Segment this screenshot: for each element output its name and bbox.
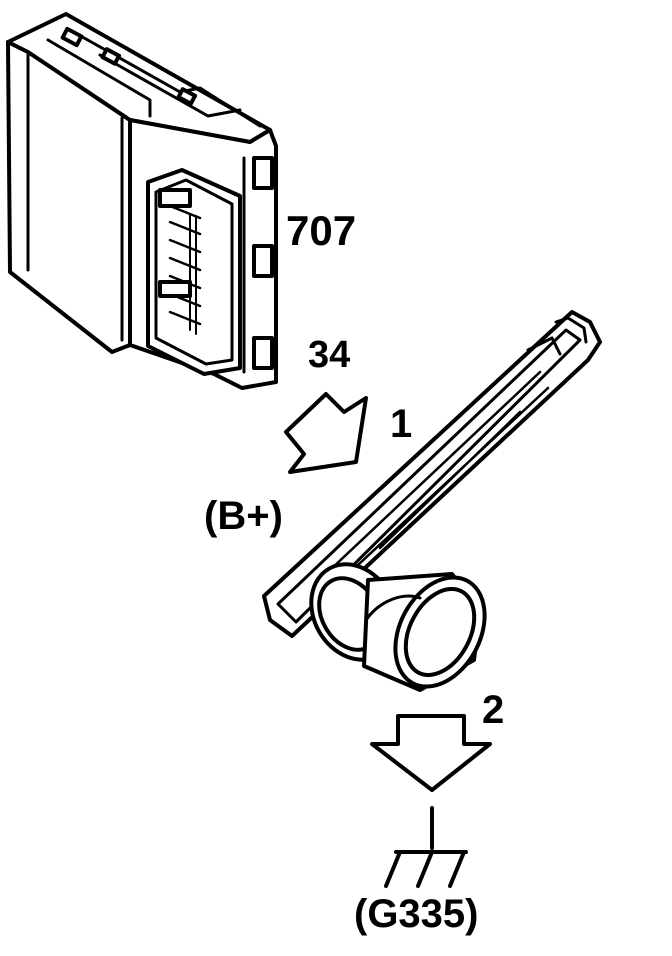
power-source-label: (B+) xyxy=(204,494,283,538)
flow-arrow-2 xyxy=(370,714,492,792)
sensor-connector xyxy=(262,310,602,692)
step-1-label: 1 xyxy=(390,402,413,446)
module-number-label: 707 xyxy=(286,207,357,254)
flow-arrow-1 xyxy=(284,392,368,474)
control-module xyxy=(6,12,278,390)
step-2-label: 2 xyxy=(482,688,505,732)
ground-point-label: (G335) xyxy=(354,892,479,936)
ground-symbol xyxy=(384,806,468,888)
pin-number-label: 34 xyxy=(308,334,351,376)
